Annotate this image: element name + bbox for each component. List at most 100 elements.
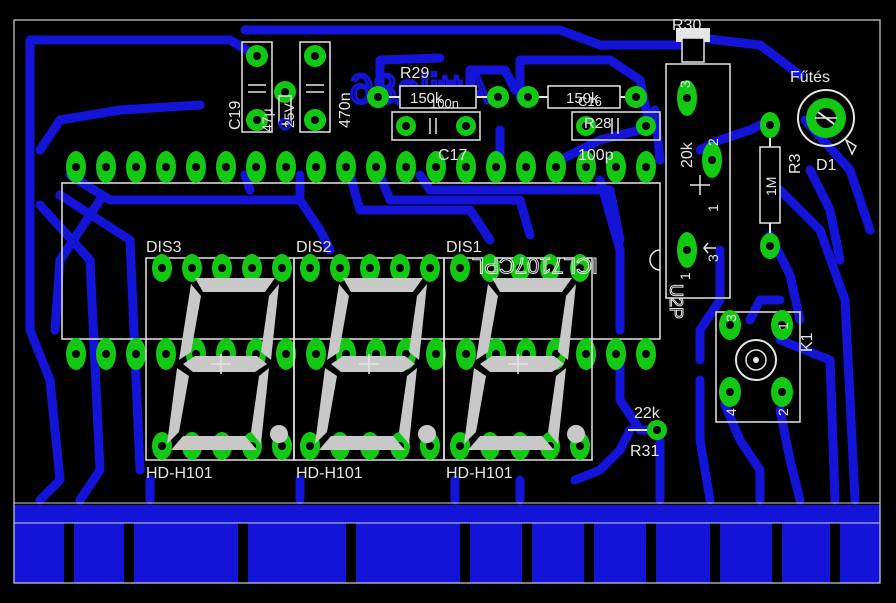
pad-hole [612, 350, 620, 358]
k1-switch [715, 310, 801, 423]
r29-label: R29 [400, 65, 429, 82]
pad-hole [432, 350, 440, 358]
pad-hole [306, 442, 314, 450]
center-mark [508, 354, 528, 374]
segment [343, 278, 423, 292]
pad-hole [248, 264, 256, 272]
pad-hole [72, 163, 80, 171]
k1-pin1-label: 1 [775, 322, 791, 330]
pad-hole [158, 442, 166, 450]
k1-pin4-label: 4 [723, 408, 739, 416]
dis3-label: DIS3 [146, 239, 182, 256]
r-small-vertical [274, 81, 296, 131]
heating-label: Fűtés [790, 69, 830, 86]
pad-hole [576, 442, 584, 450]
c19-value-label: 47µ [259, 108, 275, 132]
pad-hole [342, 163, 350, 171]
pad-hole [426, 442, 434, 450]
pad-hole [312, 163, 320, 171]
r30-pin3-label: 3 [677, 80, 693, 88]
pad-hole [462, 350, 470, 358]
ic-u2p-outline [61, 182, 661, 340]
d1-led [797, 89, 857, 156]
dis2-part-label: HD-H101 [296, 465, 363, 482]
segment [319, 436, 405, 450]
c17-label: C17 [438, 147, 467, 164]
pad-hole [426, 264, 434, 272]
r31-label: R31 [630, 443, 659, 460]
pad-hole [486, 264, 494, 272]
segment [558, 284, 576, 360]
pad-hole [642, 163, 650, 171]
pad-hole [188, 264, 196, 272]
segment [179, 284, 201, 360]
center-mark [211, 354, 231, 374]
r31-value-label: 22k [634, 405, 661, 422]
r28-value-b-label: 100p [578, 147, 614, 164]
pad-hole [612, 163, 620, 171]
segment [171, 436, 257, 450]
pad-hole [158, 264, 166, 272]
center-mark [359, 354, 379, 374]
segment [468, 436, 554, 450]
c16-capacitor [571, 111, 661, 141]
dis2-label: DIS2 [296, 239, 332, 256]
segment [251, 368, 269, 444]
pad-hole [282, 350, 290, 358]
segment [409, 284, 427, 360]
pad-hole [132, 350, 140, 358]
c19-capacitor [241, 41, 273, 133]
ic-label-mirrored: ICL7107CPL [472, 253, 598, 278]
pad-hole [278, 442, 286, 450]
r31-resistor [628, 420, 667, 440]
c19-label: C19 [227, 101, 244, 130]
ic-pin1-label: 1 [677, 272, 693, 280]
pad-hole [336, 264, 344, 272]
k1-pin3-label: 3 [723, 314, 739, 322]
pad-hole [372, 163, 380, 171]
pad-hole [546, 264, 554, 272]
decimal-point [418, 425, 436, 443]
pad-hole [306, 264, 314, 272]
pad-hole [282, 163, 290, 171]
pad-hole [72, 350, 80, 358]
segment [464, 368, 486, 444]
r29-value-label: 150k [410, 90, 443, 107]
r3-label: R3 [787, 153, 804, 174]
segment [492, 278, 572, 292]
r30-label: R30 [672, 17, 701, 34]
ic-ref-mirrored: U2P [666, 284, 686, 319]
segment [399, 368, 417, 444]
pad-hole [456, 264, 464, 272]
decimal-point [270, 425, 288, 443]
pad-hole [516, 264, 524, 272]
segment [195, 278, 275, 292]
dis3-part-label: HD-H101 [146, 465, 213, 482]
pad-hole [576, 264, 584, 272]
k1-label: K1 [799, 332, 816, 352]
pad-hole [552, 163, 560, 171]
decimal-point [567, 425, 585, 443]
pad-hole [218, 264, 226, 272]
c16-label: C16 [578, 94, 602, 109]
r28-resistor [517, 85, 647, 109]
pad-hole [402, 163, 410, 171]
pad-hole [492, 163, 500, 171]
pad-hole [582, 350, 590, 358]
r28-label: R28 [584, 115, 612, 132]
pad-hole [162, 350, 170, 358]
pad-hole [192, 163, 200, 171]
r30-pin2-label: 2 [705, 138, 721, 146]
pad-hole [102, 350, 110, 358]
segment [327, 284, 349, 360]
pad-hole [642, 350, 650, 358]
pad-hole [102, 163, 110, 171]
pad-hole [252, 163, 260, 171]
r3-value-label: 1M [763, 177, 779, 196]
k1-pin2-label: 2 [775, 408, 791, 416]
c17-capacitor [391, 111, 481, 141]
r29-value-b-label: 100n [430, 96, 459, 111]
pad-hole [162, 163, 170, 171]
pad-hole [462, 163, 470, 171]
pad-hole [366, 264, 374, 272]
